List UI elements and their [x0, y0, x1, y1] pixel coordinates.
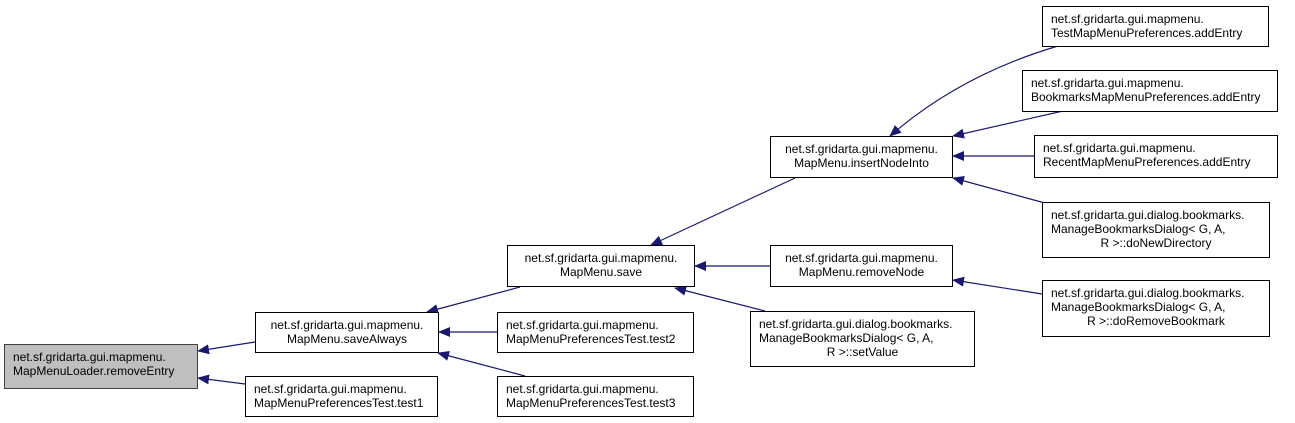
- edge-save-to-saveAlways: [426, 286, 521, 314]
- node-line: net.sf.gridarta.gui.dialog.bookmarks.: [759, 317, 953, 331]
- node-line: net.sf.gridarta.gui.dialog.bookmarks.: [1051, 208, 1245, 222]
- node-line: ManageBookmarksDialog< G, A,: [759, 331, 934, 345]
- node-line: ManageBookmarksDialog< G, A,: [1051, 222, 1226, 236]
- node-maploader-removeentry: net.sf.gridarta.gui.mapmenu. MapMenuLoad…: [4, 344, 198, 389]
- node-line: ManageBookmarksDialog< G, A,: [1051, 300, 1226, 314]
- node-line: MapMenuPreferencesTest.test1: [254, 396, 424, 410]
- node-bookmarksdialog-setvalue[interactable]: net.sf.gridarta.gui.dialog.bookmarks. Ma…: [750, 311, 975, 367]
- node-bookmarksdialog-donewdirectory[interactable]: net.sf.gridarta.gui.dialog.bookmarks. Ma…: [1042, 202, 1270, 258]
- node-line: net.sf.gridarta.gui.mapmenu.: [254, 382, 407, 396]
- node-line: MapMenu.insertNodeInto: [794, 156, 929, 170]
- node-line: MapMenu.saveAlways: [286, 332, 408, 346]
- node-preferencestest-test1[interactable]: net.sf.gridarta.gui.mapmenu. MapMenuPref…: [245, 376, 438, 417]
- node-bookmarksmapmenupreferences-addentry[interactable]: net.sf.gridarta.gui.mapmenu. BookmarksMa…: [1022, 70, 1278, 112]
- node-line: net.sf.gridarta.gui.mapmenu.: [524, 251, 678, 265]
- node-line: MapMenuLoader.removeEntry: [13, 364, 175, 378]
- node-bookmarksdialog-doremovebookmark[interactable]: net.sf.gridarta.gui.dialog.bookmarks. Ma…: [1042, 280, 1270, 337]
- node-mapmenu-removenode[interactable]: net.sf.gridarta.gui.mapmenu. MapMenu.rem…: [770, 245, 953, 287]
- node-line: net.sf.gridarta.gui.mapmenu.: [785, 251, 938, 265]
- node-line: net.sf.gridarta.gui.mapmenu.: [506, 382, 659, 396]
- edge-testAddEntry-to-insertNodeInto: [889, 45, 1059, 137]
- edge-doNewDirectory-to-insertNodeInto: [952, 176, 1046, 204]
- node-line: net.sf.gridarta.gui.mapmenu.: [13, 350, 166, 364]
- edge-test1-to-removeEntry: [197, 374, 246, 385]
- node-preferencestest-test3[interactable]: net.sf.gridarta.gui.mapmenu. MapMenuPref…: [497, 376, 694, 417]
- node-line: net.sf.gridarta.gui.dialog.bookmarks.: [1051, 286, 1245, 300]
- node-line: R >::setValue: [826, 345, 899, 359]
- node-line: R >::doNewDirectory: [1100, 236, 1212, 250]
- node-line: net.sf.gridarta.gui.mapmenu.: [1051, 12, 1204, 26]
- node-line: R >::doRemoveBookmark: [1087, 314, 1225, 328]
- node-recentmapmenupreferences-addentry[interactable]: net.sf.gridarta.gui.mapmenu. RecentMapMe…: [1034, 135, 1278, 178]
- node-testmapmenupreferences-addentry[interactable]: net.sf.gridarta.gui.mapmenu. TestMapMenu…: [1042, 6, 1269, 47]
- node-mapmenu-insertnodeinto[interactable]: net.sf.gridarta.gui.mapmenu. MapMenu.ins…: [770, 136, 953, 178]
- edge-doRemoveBookmark-to-removeNode: [952, 276, 1043, 295]
- node-line: net.sf.gridarta.gui.mapmenu.: [506, 318, 659, 332]
- node-line: MapMenuPreferencesTest.test3: [506, 396, 676, 410]
- edge-bookmarksAddEntry-to-insertNodeInto: [952, 110, 1064, 139]
- node-line: net.sf.gridarta.gui.mapmenu.: [785, 142, 938, 156]
- node-line: MapMenu.save: [559, 265, 643, 279]
- edge-test3-to-saveAlways: [437, 350, 526, 377]
- edge-insertNodeInto-to-save: [650, 177, 796, 246]
- node-mapmenu-savealways[interactable]: net.sf.gridarta.gui.mapmenu. MapMenu.sav…: [255, 312, 439, 353]
- node-mapmenu-save[interactable]: net.sf.gridarta.gui.mapmenu. MapMenu.sav…: [507, 245, 695, 287]
- node-line: TestMapMenuPreferences.addEntry: [1051, 26, 1243, 40]
- node-line: RecentMapMenuPreferences.addEntry: [1043, 155, 1251, 169]
- node-line: MapMenu.removeNode: [798, 265, 925, 279]
- node-line: net.sf.gridarta.gui.mapmenu.: [270, 318, 424, 332]
- node-line: MapMenuPreferencesTest.test2: [506, 332, 676, 346]
- node-line: BookmarksMapMenuPreferences.addEntry: [1031, 90, 1261, 104]
- node-preferencestest-test2[interactable]: net.sf.gridarta.gui.mapmenu. MapMenuPref…: [497, 312, 694, 353]
- edge-saveAlways-to-removeEntry: [197, 341, 256, 355]
- node-line: net.sf.gridarta.gui.mapmenu.: [1043, 141, 1196, 155]
- node-line: net.sf.gridarta.gui.mapmenu.: [1031, 76, 1184, 90]
- edge-setValue-to-save: [674, 285, 766, 312]
